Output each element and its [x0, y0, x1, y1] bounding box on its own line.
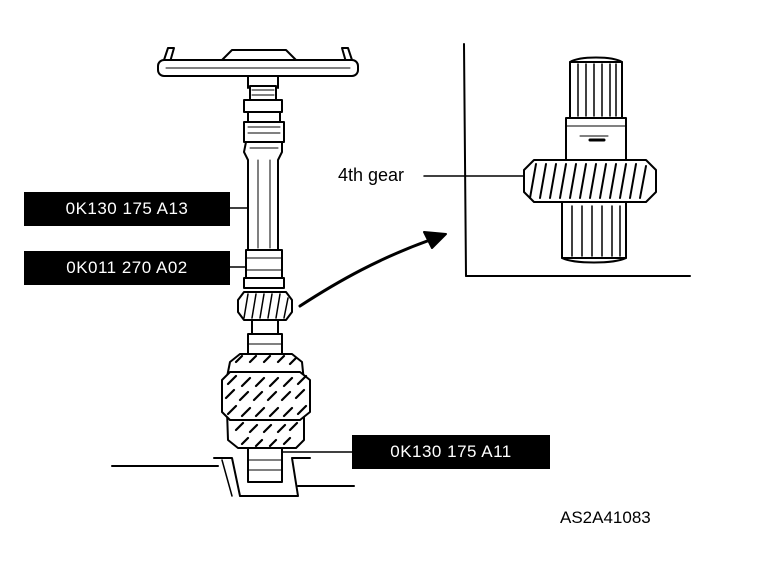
tool-support-a11	[213, 447, 311, 497]
leader-lines	[229, 175, 529, 453]
tool-collar-a02	[243, 249, 285, 289]
detail-inset-frame	[463, 43, 691, 277]
detail-arrow	[298, 231, 447, 308]
callout-0k130-175-a11: 0K130 175 A11	[352, 435, 550, 469]
fourth-gear	[237, 291, 293, 321]
tool-sleeve-a13	[243, 141, 283, 251]
press-ram	[243, 85, 285, 143]
press-handle	[157, 47, 359, 89]
press-base	[111, 465, 355, 487]
detail-label-4th-gear: 4th gear	[338, 165, 405, 185]
detail-shaft	[523, 56, 657, 264]
output-shaft	[247, 319, 283, 355]
callout-0k011-270-a02: 0K011 270 A02	[24, 251, 230, 285]
gear-cluster	[221, 353, 311, 449]
figure-code: AS2A41083	[560, 508, 651, 527]
callout-0k130-175-a13: 0K130 175 A13	[24, 192, 230, 226]
